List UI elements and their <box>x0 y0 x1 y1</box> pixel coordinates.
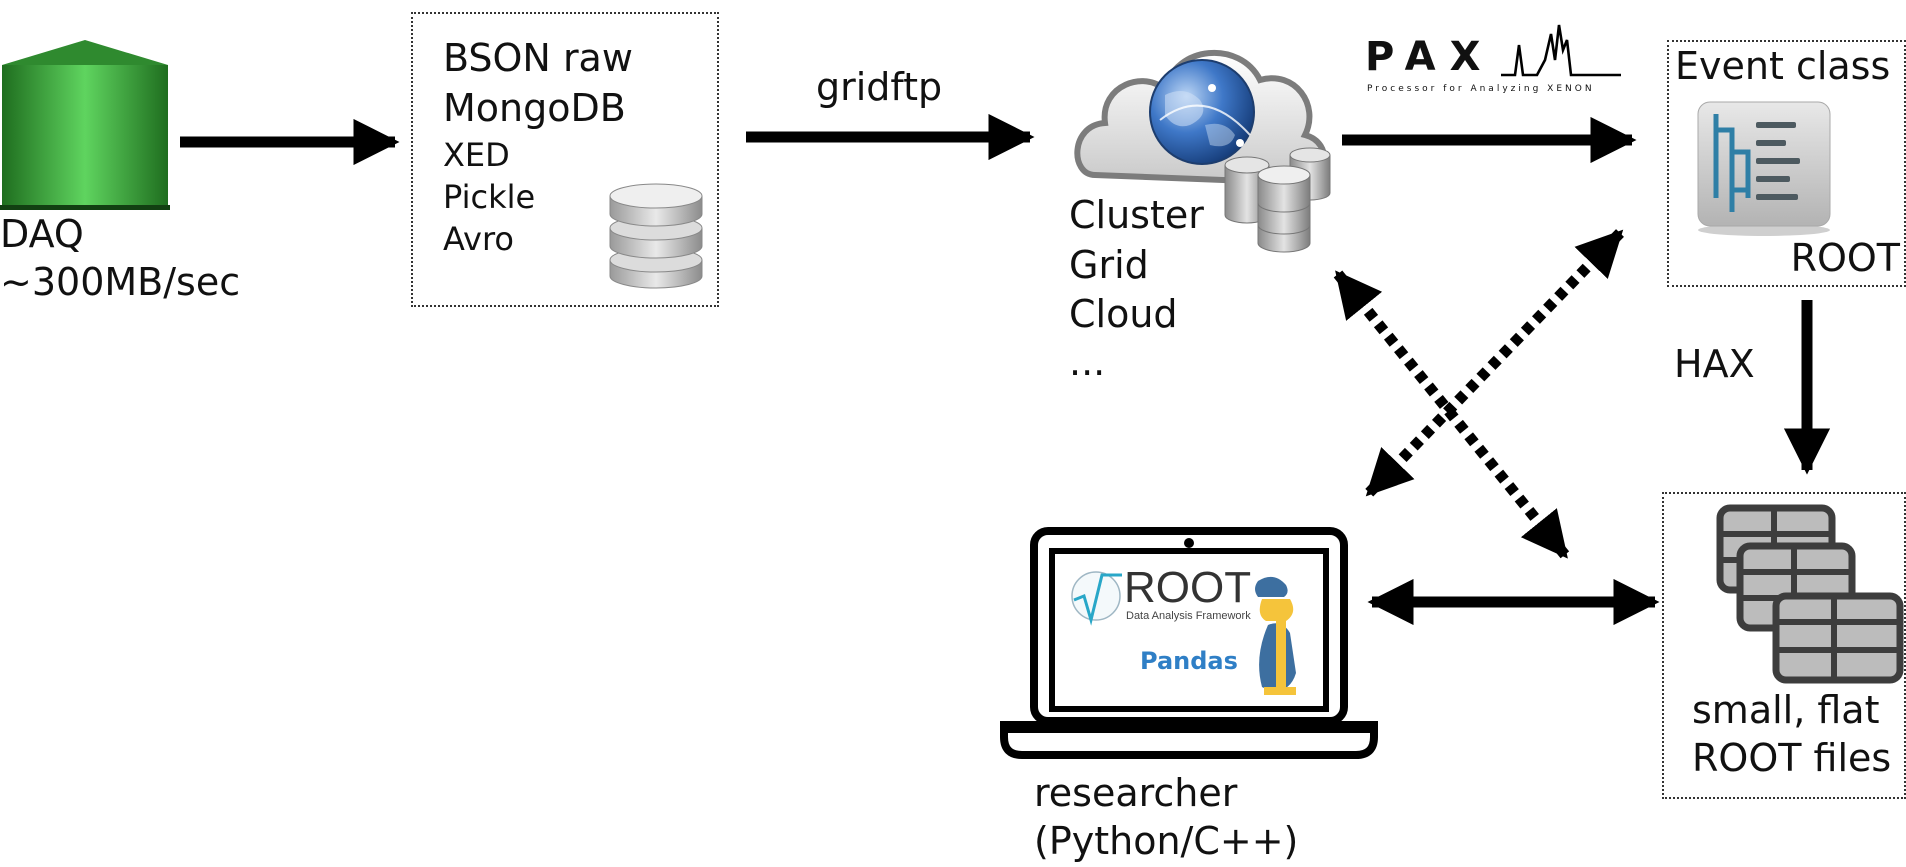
event-class-format: ROOT <box>1790 236 1900 280</box>
researcher-line2: (Python/C++) <box>1034 819 1299 863</box>
daq-rate: ~300MB/sec <box>0 260 241 304</box>
researcher-line1: researcher <box>1034 771 1238 815</box>
gridftp-label: gridftp <box>816 65 943 109</box>
cloud-globe-icon <box>1074 49 1331 253</box>
daq-tank-icon <box>0 40 170 210</box>
storage-formats-box: BSON raw MongoDB XED Pickle Avro <box>411 12 719 307</box>
pax-tagline: Processor for Analyzing XENON <box>1367 84 1595 94</box>
researcher-node: ROOT Data Analysis Framework Pandas rese… <box>1000 525 1380 867</box>
compute-grid: Grid <box>1069 243 1149 287</box>
compute-cloud: Cloud <box>1069 292 1178 336</box>
pax-logo: PAX Processor for Analyzing XENON <box>1365 20 1621 100</box>
format-pickle: Pickle <box>443 178 536 216</box>
format-bson: BSON raw <box>443 36 633 80</box>
compute-node: Cluster Grid Cloud ... <box>1065 25 1340 384</box>
flat-files-line2: ROOT files <box>1692 736 1892 780</box>
pandas-logo-text: Pandas <box>1140 647 1238 675</box>
compute-more: ... <box>1069 340 1106 384</box>
format-xed: XED <box>443 136 510 174</box>
hax-label: HAX <box>1674 342 1755 386</box>
flat-files-line1: small, flat <box>1692 688 1880 732</box>
tree-hierarchy-icon <box>1697 101 1831 236</box>
laptop-icon <box>1000 527 1378 759</box>
event-class-box: Event class ROOT <box>1667 40 1906 287</box>
event-class-title: Event class <box>1675 44 1891 88</box>
format-mongodb: MongoDB <box>443 86 626 130</box>
flat-files-box: small, flat ROOT files <box>1662 492 1906 799</box>
compute-cluster: Cluster <box>1069 193 1204 237</box>
table-files-icon <box>1716 504 1904 684</box>
pax-waveform-icon <box>1501 24 1621 77</box>
dotted-arrow-eventclass-researcher <box>1365 229 1624 497</box>
root-logo-subtitle: Data Analysis Framework <box>1126 610 1251 622</box>
daq-label: DAQ <box>0 212 84 256</box>
pax-logo-text: PAX <box>1365 34 1495 80</box>
format-avro: Avro <box>443 220 514 258</box>
daq-node: DAQ ~300MB/sec <box>0 38 260 308</box>
root-logo-text: ROOT <box>1124 563 1252 612</box>
database-icon <box>609 183 703 289</box>
